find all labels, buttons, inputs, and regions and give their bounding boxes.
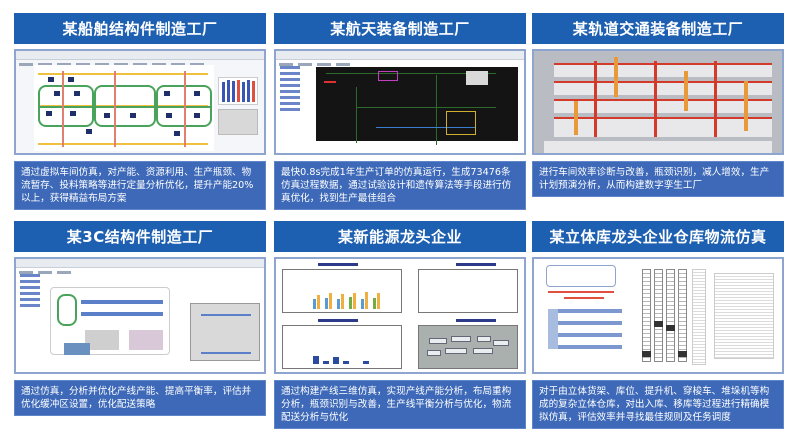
conveyor — [548, 321, 622, 325]
card-title: 某新能源龙头企业 — [274, 221, 526, 252]
case-card-3c: 某3C结构件制造工厂 通过仿真，分析并优化产线产能、提高平衡率，评估并优化缓冲区… — [14, 221, 266, 416]
cell-output-dashboard — [282, 325, 402, 369]
card-description: 通过构建产线三维仿真，实现产线产能分析，布局重构分析，瓶颈识别与改善，生产线平衡… — [274, 380, 526, 429]
3d-line-model — [418, 325, 518, 369]
storage-rack — [642, 269, 651, 362]
case-card-aerospace: 某航天装备制造工厂 最快0.8s完成1年生产订单的仿真运行，生成73476条仿真… — [274, 13, 526, 210]
factory-layout-canvas — [316, 67, 518, 145]
capacity-bar-dashboard — [282, 269, 402, 313]
shuttle — [654, 321, 663, 327]
app-toolbar — [16, 51, 264, 66]
location-table — [692, 269, 706, 365]
buffer-block — [64, 343, 90, 355]
card-title: 某立体库龙头企业仓库物流仿真 — [532, 221, 784, 252]
conveyor — [548, 345, 622, 349]
conveyor — [548, 333, 622, 337]
case-card-ship: 某船舶结构件制造工厂 通过虚拟车间仿真，对产 — [14, 13, 266, 210]
warehouse-simulation-screenshot — [532, 257, 784, 374]
case-card-new-energy: 某新能源龙头企业 通过 — [274, 221, 526, 429]
card-title: 某3C结构件制造工厂 — [14, 221, 266, 252]
storage-rack — [666, 269, 675, 362]
ship-simulation-screenshot — [14, 49, 266, 155]
card-description: 通过虚拟车间仿真，对产能、资源利用、生产瓶颈、物流暂存、投料策略等进行定量分析优… — [14, 161, 266, 210]
card-title: 某轨道交通装备制造工厂 — [532, 13, 784, 44]
case-card-rail-transit: 某轨道交通装备制造工厂 进行车间效率诊断与改善，瓶颈识别，减人增效，生产计划预演… — [532, 13, 784, 197]
rail-3d-factory-screenshot — [532, 49, 784, 155]
aerospace-simulation-screenshot — [274, 49, 526, 155]
card-description: 对于由立体货架、库位、提升机、穿梭车、堆垛机等构成的复杂立体仓库，对出入库、移库… — [532, 380, 784, 429]
shuttle — [642, 351, 651, 357]
trend-line-chart — [218, 109, 258, 135]
case-card-warehouse: 某立体库龙头企业仓库物流仿真 对于由立体货架、库位、提升机、穿梭车、堆垛机等构成… — [532, 221, 784, 429]
task-log-table — [714, 273, 774, 359]
model-tree-panel — [280, 63, 310, 123]
model-tree-panel — [20, 271, 50, 331]
app-toolbar — [276, 51, 524, 66]
app-toolbar — [16, 259, 264, 274]
3d-factory-floor — [534, 51, 782, 153]
storage-rack — [678, 269, 687, 362]
card-description: 通过仿真，分析并优化产线产能、提高平衡率，评估并优化缓冲区设置，优化配送策略 — [14, 380, 266, 416]
shuttle — [666, 325, 675, 331]
card-description: 进行车间效率诊断与改善，瓶颈识别，减人增效，生产计划预演分析，从而构建数字孪生工… — [532, 161, 784, 197]
card-title: 某船舶结构件制造工厂 — [14, 13, 266, 44]
line-flow-dashboard — [418, 269, 518, 313]
shuttle — [678, 351, 687, 357]
equipment-status-panel — [546, 265, 616, 287]
card-title: 某航天装备制造工厂 — [274, 13, 526, 44]
3c-simulation-screenshot — [14, 257, 266, 374]
card-description: 最快0.8s完成1年生产订单的仿真运行，生成73476条仿真过程数据，通过试验设… — [274, 161, 526, 210]
workshop-layout — [34, 65, 214, 151]
storage-rack — [654, 269, 663, 362]
throughput-stats — [548, 291, 614, 293]
station-detail-panel — [190, 303, 260, 361]
new-energy-dashboards-screenshot — [274, 257, 526, 374]
conveyor — [548, 309, 622, 313]
utilization-bar-chart — [218, 77, 258, 105]
